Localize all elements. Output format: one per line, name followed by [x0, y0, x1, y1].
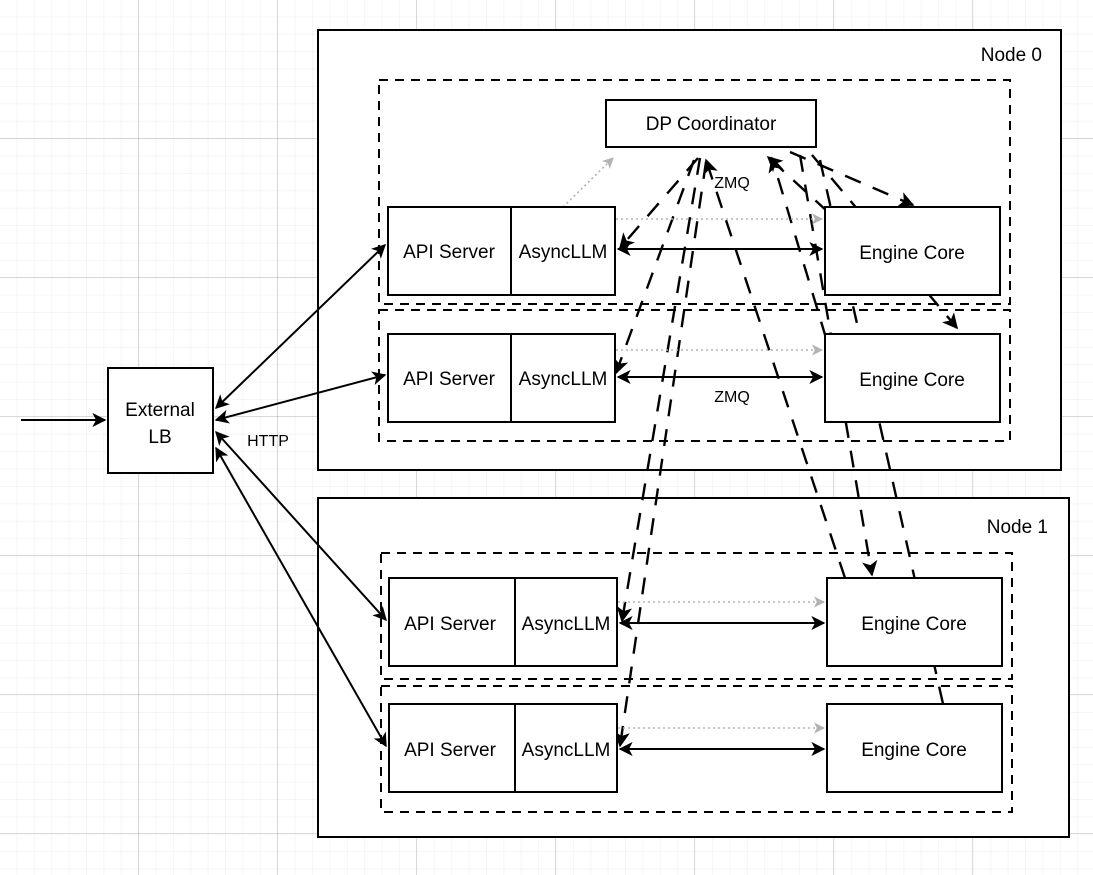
- edge-lb-to-apiserver-n0r1: [214, 371, 387, 424]
- n0r1-asyncllm-label: AsyncLLM: [519, 369, 608, 390]
- zmq-label-n0r0: ZMQ: [714, 175, 750, 192]
- external-lb-box[interactable]: [107, 367, 214, 474]
- node-0-engine-group-0: [378, 79, 1011, 305]
- node-1-label: Node 1: [987, 517, 1048, 538]
- n1r0-api-server-label: API Server: [404, 614, 497, 635]
- edge-coordinator-to-asyncllm-n1r0: [616, 157, 702, 623]
- n1r1-asyncllm-label: AsyncLLM: [522, 740, 611, 761]
- edge-coordinator-to-asyncllm-n0r1: [613, 159, 696, 375]
- n1r1-enginecore-box[interactable]: [826, 703, 1003, 793]
- n0r1-enginecore-box[interactable]: [824, 333, 1001, 423]
- edge-coordinator-to-asyncllm-n0r0: [618, 157, 699, 250]
- n0r0-enginecore-label: Engine Core: [859, 243, 965, 264]
- n0r0-api-server-label: API Server: [403, 242, 496, 263]
- http-label: HTTP: [247, 433, 289, 450]
- n0r1-enginecore-label: Engine Core: [859, 370, 965, 391]
- n0r1-apiserver-asyncllm-box[interactable]: [387, 333, 616, 423]
- node-1-engine-group-1: [380, 685, 1013, 813]
- n1r0-asyncllm-label: AsyncLLM: [522, 614, 611, 635]
- edge-coordinator-to-enginecore-n0r1: [811, 154, 959, 330]
- zmq-label-n0r1: ZMQ: [714, 389, 750, 406]
- n0r0-apiserver-asyncllm-box[interactable]: [387, 206, 616, 296]
- node-1-engine-group-0: [380, 552, 1013, 680]
- n1r0-apiserver-asyncllm-box[interactable]: [388, 577, 618, 667]
- edge-coordinator-to-asyncllm-n1r1: [614, 161, 708, 748]
- dp-coordinator-label: DP Coordinator: [646, 114, 777, 135]
- external-lb-label-line2: LB: [148, 427, 171, 448]
- edge-lb-to-apiserver-n1r1: [215, 446, 387, 748]
- external-lb-label-line1: External: [125, 400, 195, 421]
- n1r0-enginecore-box[interactable]: [826, 577, 1003, 667]
- edge-coordinator-to-enginecore-n0r0: [789, 150, 915, 207]
- n0r1-api-server-label: API Server: [403, 369, 496, 390]
- n0r0-enginecore-box[interactable]: [824, 206, 1001, 296]
- n1r1-enginecore-label: Engine Core: [861, 740, 967, 761]
- edge-asyncllm-n0r0-to-coordinator-dotted: [562, 157, 614, 208]
- n1r1-api-server-label: API Server: [404, 740, 497, 761]
- edge-enginecore-n1r0-to-coordinator: [703, 158, 847, 579]
- n1r0-enginecore-label: Engine Core: [861, 614, 967, 635]
- dp-coordinator-box[interactable]: [605, 99, 817, 148]
- node-0-label: Node 0: [981, 45, 1042, 66]
- n1r1-apiserver-asyncllm-box[interactable]: [388, 703, 618, 793]
- n0r0-asyncllm-label: AsyncLLM: [519, 242, 608, 263]
